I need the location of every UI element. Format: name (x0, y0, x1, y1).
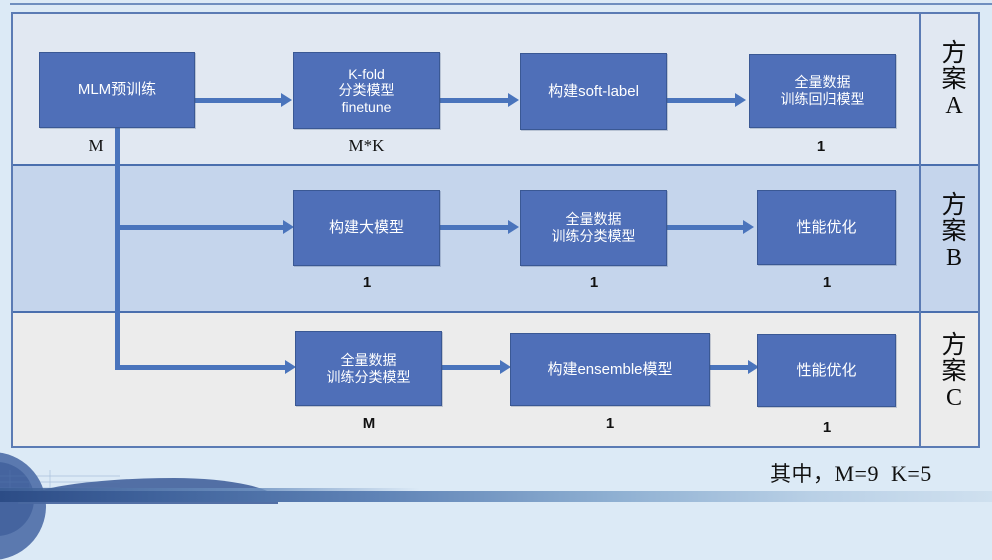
box-classification-b-line1: 全量数据 (565, 211, 622, 228)
count-c1: M (362, 415, 376, 432)
box-classification-c-line1: 全量数据 (340, 351, 397, 368)
arrowhead-b2-b3 (743, 220, 754, 234)
plan-label-c: 方 案 C (932, 330, 976, 411)
count-b1: 1 (362, 274, 372, 291)
count-b2: 1 (589, 274, 599, 291)
box-regression-line1: 全量数据 (794, 74, 851, 91)
plan-label-c-letter: C (945, 384, 962, 411)
count-a2: M*K (348, 136, 385, 155)
arrowhead-c1-c2 (500, 360, 511, 374)
box-mlm-pretrain-label: MLM预训练 (77, 81, 157, 99)
box-build-large-model[interactable]: 构建大模型 (293, 190, 440, 266)
box-perf-opt-b-label: 性能优化 (796, 218, 857, 236)
plan-label-c-cjk-1: 方 (941, 330, 967, 359)
connector-a1-a2 (195, 98, 285, 103)
box-performance-optimization-b[interactable]: 性能优化 (757, 190, 896, 265)
count-b3: 1 (822, 274, 832, 291)
box-performance-optimization-c[interactable]: 性能优化 (757, 334, 896, 407)
connector-c2-c3 (710, 365, 752, 370)
decorative-bottom-band (0, 491, 992, 502)
top-rule-divider (10, 3, 992, 5)
connector-a2-a3 (440, 98, 512, 103)
box-ensemble-label: 构建ensemble模型 (547, 360, 673, 378)
box-kfold-line2: 分类模型 (338, 82, 395, 99)
connector-c1-c2 (442, 365, 504, 370)
plan-label-a-letter: A (945, 92, 963, 119)
decorative-band-accent (0, 488, 420, 493)
count-a1: M (88, 136, 104, 155)
box-large-model-label: 构建大模型 (328, 219, 404, 237)
arrowhead-branch-to-b (283, 220, 294, 234)
plan-label-b: 方 案 B (932, 190, 976, 271)
arrowhead-a1-a2 (281, 93, 292, 107)
count-a4: 1 (816, 138, 826, 155)
plan-label-b-cjk-1: 方 (941, 190, 967, 219)
box-perf-opt-c-label: 性能优化 (796, 361, 857, 379)
footnote-m: M=9 (834, 461, 879, 486)
footnote-k: K=5 (890, 461, 932, 486)
arrowhead-a2-a3 (508, 93, 519, 107)
connector-branch-to-b (115, 225, 287, 230)
plan-label-b-letter: B (945, 244, 962, 271)
box-kfold-line1: K-fold (348, 65, 385, 82)
box-train-classification-model-b[interactable]: 全量数据 训练分类模型 (520, 190, 667, 266)
connector-a3-a4 (667, 98, 739, 103)
count-c3: 1 (822, 419, 832, 436)
plan-label-c-cjk-2: 案 (941, 356, 967, 386)
box-soft-label-label: 构建soft-label (548, 82, 639, 100)
connector-b1-b2 (440, 225, 512, 230)
arrowhead-c2-c3 (748, 360, 759, 374)
box-classification-b-line2: 训练分类模型 (551, 228, 636, 244)
footnote: 其中，M=9 K=5 (770, 458, 932, 488)
footnote-prefix: 其中， (770, 462, 835, 486)
plan-label-b-cjk-2: 案 (941, 216, 967, 246)
box-mlm-pretrain[interactable]: MLM预训练 (39, 52, 195, 128)
box-build-soft-label[interactable]: 构建soft-label (520, 53, 667, 130)
plan-label-a-cjk-2: 案 (941, 64, 967, 94)
box-kfold-finetune[interactable]: K-fold 分类模型 finetune (293, 52, 440, 129)
arrowhead-a3-a4 (735, 93, 746, 107)
box-kfold-line3: finetune (341, 98, 392, 115)
connector-b2-b3 (667, 225, 747, 230)
box-build-ensemble-model[interactable]: 构建ensemble模型 (510, 333, 710, 406)
plan-label-a: 方 案 A (932, 38, 976, 119)
arrowhead-b1-b2 (508, 220, 519, 234)
box-train-classification-model-c[interactable]: 全量数据 训练分类模型 (295, 331, 442, 406)
arrowhead-branch-to-c (285, 360, 296, 374)
connector-branch-trunk (115, 127, 120, 370)
box-train-regression-model[interactable]: 全量数据 训练回归模型 (749, 54, 896, 128)
plan-label-a-cjk-1: 方 (941, 38, 967, 67)
connector-branch-to-c (115, 365, 289, 370)
box-classification-c-line2: 训练分类模型 (326, 368, 411, 385)
diagram-frame: MLM预训练 K-fold 分类模型 finetune 构建soft-label… (11, 12, 980, 448)
box-regression-line2: 训练回归模型 (780, 91, 865, 107)
plan-column-divider (919, 14, 921, 446)
count-c2: 1 (605, 415, 615, 432)
